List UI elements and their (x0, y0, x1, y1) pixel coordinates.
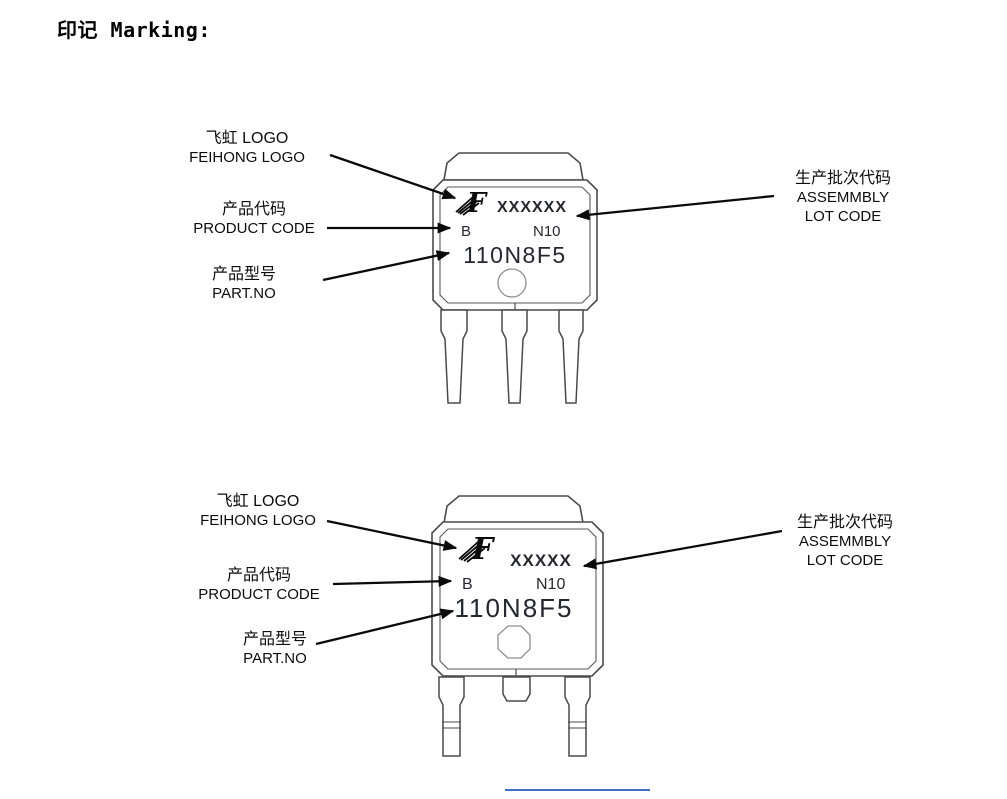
dimple-circle (497, 268, 527, 298)
callout-product-code-bottom: 产品代码 PRODUCT CODE (159, 566, 359, 604)
callout-part-no-bottom: 产品型号 PART.NO (175, 630, 375, 668)
feihong-logo-icon: F (458, 532, 496, 567)
callout-lot-code-bottom: 生产批次代码 ASSEMMBLY LOT CODE (745, 513, 945, 570)
arrow-part-no (322, 250, 451, 282)
package-bottom-drawing: F XXXXX B N10 110N8F5 (431, 495, 604, 757)
callout-arrows-top (322, 153, 775, 282)
package-tab (443, 152, 584, 181)
marking-part-no: 110N8F5 (463, 242, 566, 268)
callout-arrows-bottom (315, 519, 783, 646)
arrow-lot-code (582, 529, 783, 570)
marking-product-code: B (462, 576, 473, 593)
callout-logo-en: FEIHONG LOGO (200, 512, 316, 529)
callout-part-no-cn: 产品型号 (211, 266, 276, 283)
marking-lot-mask: XXXXX (510, 551, 572, 570)
callout-part-no-en: PART.NO (243, 650, 307, 667)
arrow-lot-code (575, 194, 775, 221)
package-lead (438, 676, 465, 757)
callout-logo-cn: 飞虹 LOGO (205, 130, 289, 147)
callout-logo-top: 飞虹 LOGO FEIHONG LOGO (147, 129, 347, 167)
package-lead (558, 309, 584, 404)
callout-logo-cn: 飞虹 LOGO (216, 493, 300, 510)
package-body-outer (432, 179, 598, 311)
callout-part-no-en: PART.NO (212, 285, 276, 302)
callout-lot-code-en1: ASSEMMBLY (796, 189, 890, 206)
callout-lot-code-cn: 生产批次代码 (796, 514, 893, 531)
package-tab (443, 495, 584, 524)
marking-date-code: N10 (536, 576, 565, 593)
arrow-logo (326, 519, 458, 551)
page-footer-line (505, 789, 650, 791)
marking-part-no: 110N8F5 (454, 593, 573, 623)
callout-lot-code-top: 生产批次代码 ASSEMMBLY LOT CODE (743, 169, 943, 226)
feihong-logo-icon: F (455, 188, 488, 219)
callout-lot-code-cn: 生产批次代码 (794, 170, 891, 187)
callout-lot-code-en2: LOT CODE (804, 208, 882, 225)
marking-date-code: N10 (533, 223, 561, 240)
arrow-product-code (332, 575, 453, 587)
package-top-drawing: F XXXXXX B N10 110N8F5 (432, 152, 598, 404)
package-lead (440, 309, 468, 404)
callout-lot-code-en2: LOT CODE (806, 552, 884, 569)
marking-lot-mask: XXXXXX (497, 199, 567, 216)
dimple-octagon (497, 625, 531, 659)
feihong-logo-glyph: F (471, 532, 496, 567)
callout-lot-code-en1: ASSEMMBLY (798, 533, 892, 550)
feihong-logo-glyph: F (466, 188, 488, 219)
callout-product-code-top: 产品代码 PRODUCT CODE (154, 200, 354, 238)
arrow-part-no (315, 608, 455, 646)
package-body-outer (431, 521, 604, 677)
callout-logo-bottom: 飞虹 LOGO FEIHONG LOGO (158, 492, 358, 530)
callout-product-code-cn: 产品代码 (226, 567, 291, 584)
package-center-stub (502, 676, 531, 702)
page-title: 印记 Marking: (57, 18, 211, 42)
callout-part-no-cn: 产品型号 (242, 631, 307, 648)
marking-product-code: B (461, 223, 471, 240)
arrow-logo (329, 153, 457, 200)
callout-part-no-top: 产品型号 PART.NO (144, 265, 344, 303)
callout-logo-en: FEIHONG LOGO (189, 149, 305, 166)
package-lead (564, 676, 591, 757)
callout-product-code-en: PRODUCT CODE (198, 586, 320, 603)
callout-product-code-en: PRODUCT CODE (193, 220, 315, 237)
package-lead (501, 309, 528, 404)
callout-product-code-cn: 产品代码 (221, 201, 286, 218)
